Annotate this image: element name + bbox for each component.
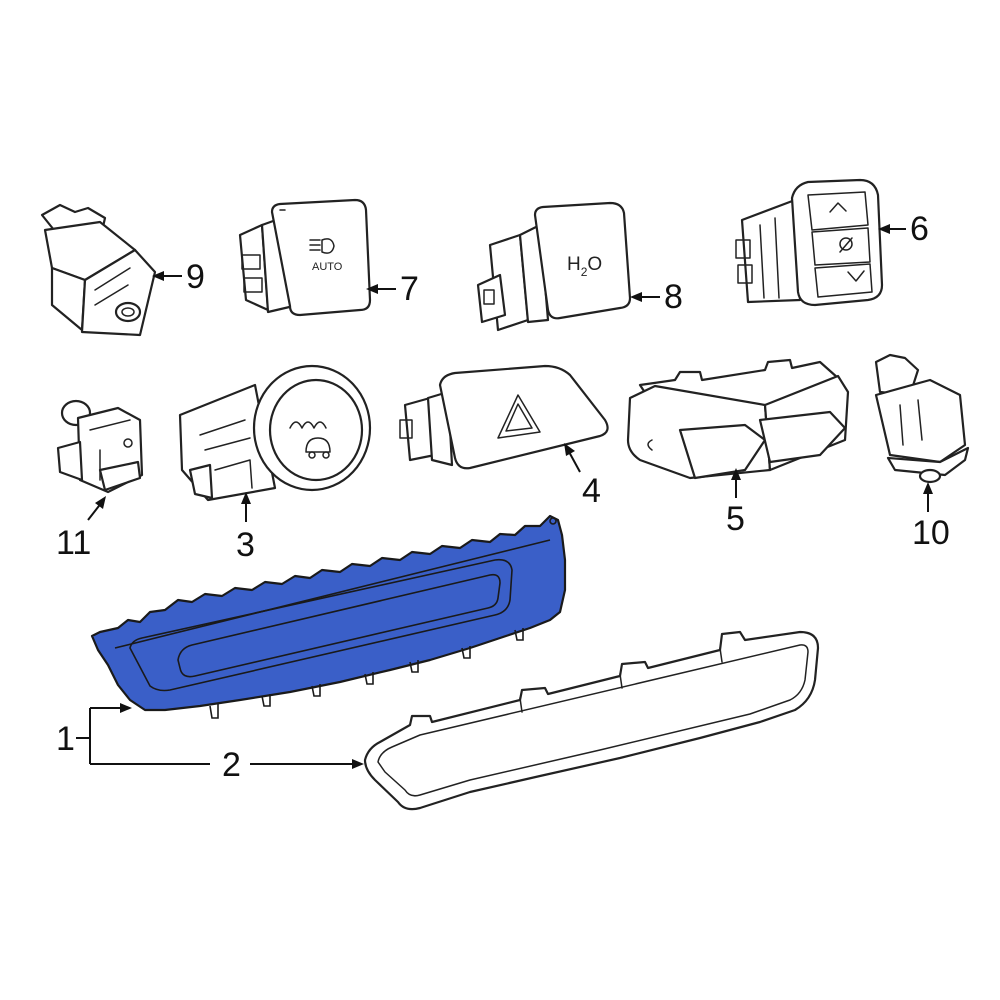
auto-label: AUTO bbox=[312, 261, 343, 273]
part-7-auto-switch: AUTO bbox=[238, 198, 372, 317]
part-10-connector bbox=[874, 353, 970, 484]
callout-4: 4 bbox=[582, 472, 601, 510]
part-1-switch-panel bbox=[90, 514, 567, 719]
part-6-rocker-switch bbox=[735, 178, 884, 307]
part-11-connector bbox=[56, 399, 144, 494]
part-4-hazard-switch bbox=[399, 364, 609, 470]
leader-lines bbox=[76, 224, 933, 769]
hazard-triangle-icon bbox=[497, 394, 541, 439]
callout-1: 1 bbox=[56, 720, 75, 758]
callout-10: 10 bbox=[912, 514, 950, 552]
h2o-label: H2O bbox=[567, 254, 602, 279]
callout-5: 5 bbox=[726, 500, 745, 538]
part-3-round-switch bbox=[178, 364, 372, 502]
callout-11: 11 bbox=[56, 524, 91, 562]
chevron-down-icon bbox=[847, 270, 865, 282]
callout-3: 3 bbox=[236, 526, 255, 564]
chevron-up-icon bbox=[829, 202, 847, 213]
headlight-auto-icon bbox=[309, 238, 335, 254]
callout-9: 9 bbox=[186, 258, 205, 296]
part-9-connector bbox=[40, 203, 157, 337]
callout-6: 6 bbox=[910, 210, 929, 248]
callout-2: 2 bbox=[222, 746, 241, 784]
part-8-h2o-switch: H2O bbox=[476, 201, 632, 332]
part-5-double-switch bbox=[626, 358, 850, 480]
steering-assist-icon bbox=[839, 237, 853, 253]
callout-7: 7 bbox=[400, 270, 419, 308]
traction-control-icon bbox=[289, 421, 331, 459]
part-2-trim-bezel bbox=[363, 630, 820, 811]
callout-8: 8 bbox=[664, 278, 683, 316]
callout-numbers: 9 7 8 6 3 4 5 10 11 1 2 bbox=[56, 210, 950, 784]
